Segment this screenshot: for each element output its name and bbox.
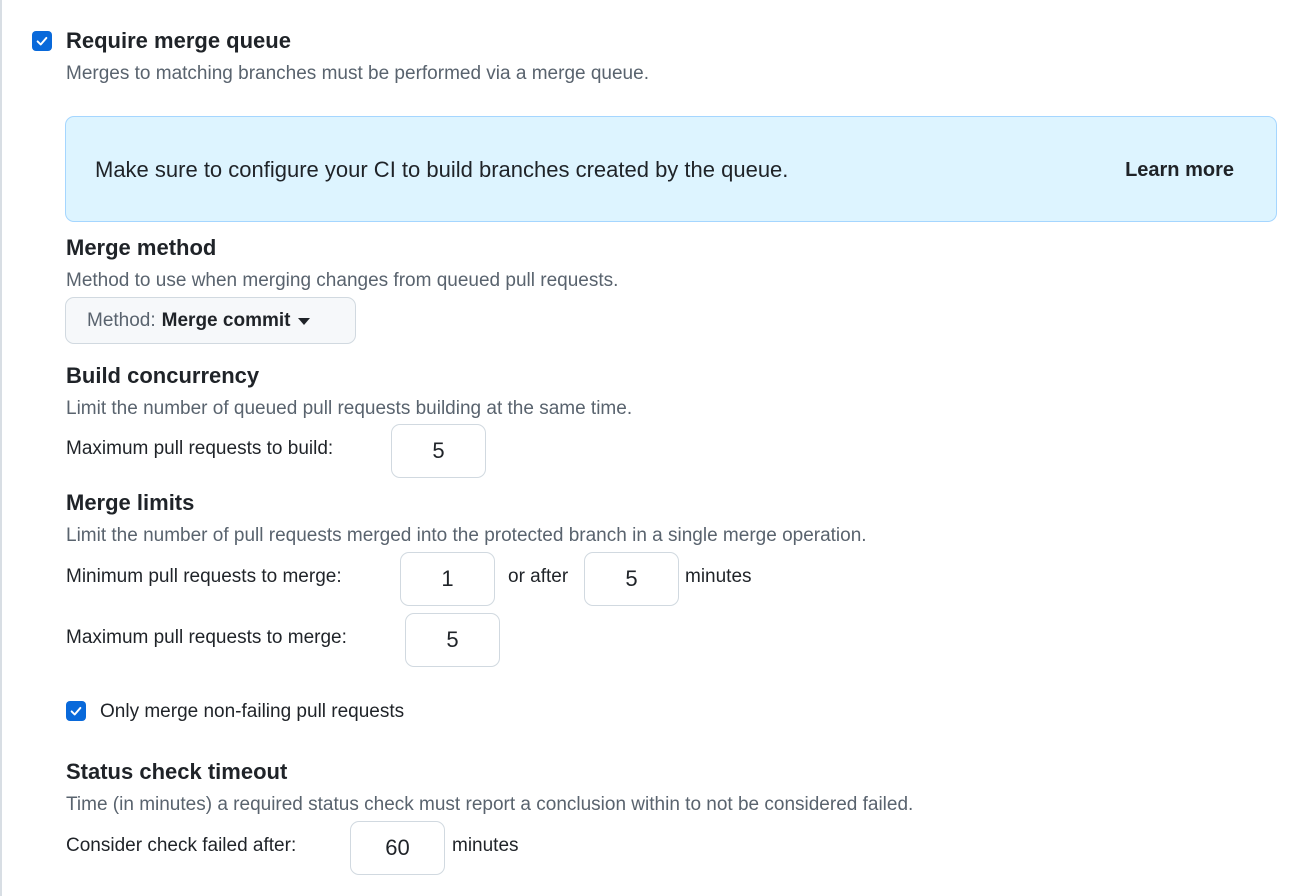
- merge-method-select-value: Merge commit: [161, 309, 291, 331]
- status-check-timeout-title: Status check timeout: [66, 759, 288, 784]
- merge-wait-minutes-label: minutes: [685, 566, 752, 587]
- learn-more-link[interactable]: Learn more: [1125, 159, 1234, 181]
- merge-method-title: Merge method: [66, 235, 217, 260]
- require-merge-queue-description: Merges to matching branches must be perf…: [66, 63, 649, 84]
- status-check-timeout-description: Time (in minutes) a required status chec…: [66, 794, 914, 815]
- checkmark-icon: [36, 36, 48, 46]
- triangle-down-icon: [298, 318, 311, 325]
- build-concurrency-description: Limit the number of queued pull requests…: [66, 398, 633, 419]
- ci-info-banner: Make sure to configure your CI to build …: [65, 116, 1277, 222]
- checkmark-icon: [70, 706, 82, 716]
- min-merge-label: Minimum pull requests to merge:: [66, 566, 342, 587]
- status-check-timeout-input[interactable]: [350, 821, 445, 875]
- max-build-input[interactable]: [391, 424, 486, 478]
- merge-limits-description: Limit the number of pull requests merged…: [66, 525, 867, 546]
- or-after-label: or after: [508, 566, 569, 587]
- max-build-label: Maximum pull requests to build:: [66, 438, 334, 459]
- min-merge-input[interactable]: [400, 552, 495, 606]
- require-merge-queue-checkbox[interactable]: [32, 31, 52, 51]
- build-concurrency-title: Build concurrency: [66, 363, 260, 388]
- status-check-timeout-minutes-label: minutes: [452, 835, 519, 856]
- status-check-timeout-label: Consider check failed after:: [66, 835, 297, 856]
- merge-method-description: Method to use when merging changes from …: [66, 270, 619, 291]
- merge-wait-minutes-input[interactable]: [584, 552, 679, 606]
- max-merge-label: Maximum pull requests to merge:: [66, 627, 347, 648]
- merge-limits-title: Merge limits: [66, 490, 195, 515]
- non-failing-checkbox[interactable]: [66, 701, 86, 721]
- merge-method-select[interactable]: Method: Merge commit: [65, 297, 356, 344]
- max-merge-input[interactable]: [405, 613, 500, 667]
- ci-info-banner-text: Make sure to configure your CI to build …: [95, 157, 789, 182]
- merge-method-select-prefix: Method:: [87, 309, 156, 331]
- non-failing-label[interactable]: Only merge non-failing pull requests: [100, 701, 405, 722]
- require-merge-queue-title: Require merge queue: [66, 28, 291, 53]
- panel-left-border: [0, 0, 2, 896]
